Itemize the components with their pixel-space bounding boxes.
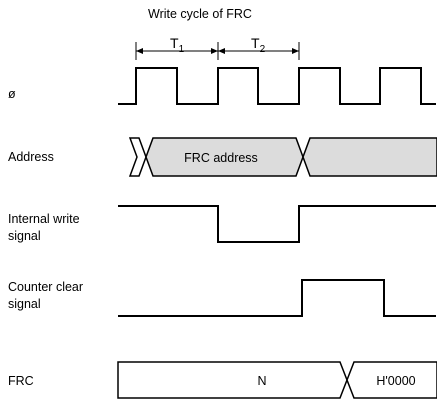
internal-write-waveform [118,205,436,243]
address-bus-before [128,137,147,177]
internal-write-label-line-1: Internal write [8,212,80,226]
t2-label: T2 [251,35,266,55]
counter-clear-waveform [118,279,436,317]
counter-clear-label-line-1: Counter clear [8,280,83,294]
frc-before-value: N [257,374,266,388]
frc-bus-after [346,361,437,399]
t2-right-arrowhead [292,48,299,54]
counter-clear-label-line-2: signal [8,297,41,311]
t1-label: T1 [170,35,185,55]
clock-label: ø [8,87,16,101]
period-arrowheads [136,48,299,54]
address-value: FRC address [184,151,258,165]
diagram-title: Write cycle of FRC [148,7,252,21]
frc-bus-before [117,361,348,399]
internal-write-label-line-2: signal [8,229,41,243]
address-bus-after [302,137,437,177]
frc-after-value: H'0000 [376,374,415,388]
frc-label: FRC [8,374,34,388]
clock-waveform [118,67,436,105]
address-label: Address [8,150,54,164]
t2-left-arrowhead [218,48,225,54]
t1-left-arrowhead [136,48,143,54]
t1-right-arrowhead [211,48,218,54]
